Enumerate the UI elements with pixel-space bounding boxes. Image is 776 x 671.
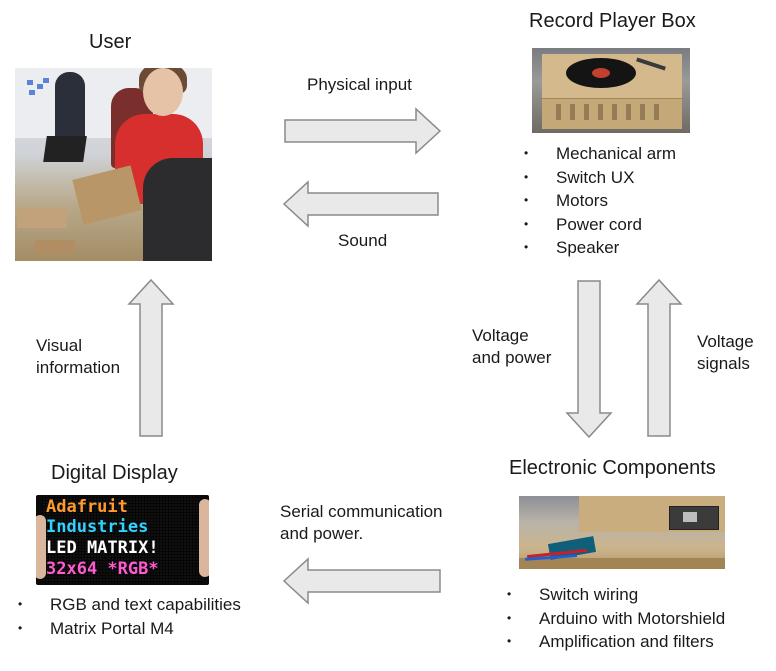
list-item: Amplification and filters <box>503 630 725 654</box>
led-line-4: 32x64 *RGB* <box>46 559 159 579</box>
record-player-list: Mechanical arm Switch UX Motors Power co… <box>520 142 676 260</box>
electronics-photo <box>519 496 725 569</box>
arrow-up-icon <box>635 278 683 437</box>
led-line-1: Adafruit <box>46 497 128 517</box>
list-item: Motors <box>520 189 676 213</box>
user-photo <box>15 68 212 261</box>
list-item: Switch UX <box>520 166 676 190</box>
digital-display-title: Digital Display <box>51 462 178 484</box>
list-item: RGB and text capabilities <box>14 593 241 617</box>
arrow-left-icon <box>282 557 441 605</box>
electronic-components-title: Electronic Components <box>509 457 716 479</box>
voltage-signals-label: Voltage signals <box>697 332 754 373</box>
voltage-power-label: Voltage and power <box>472 326 552 367</box>
list-item: Matrix Portal M4 <box>14 617 241 641</box>
record-player-title: Record Player Box <box>529 10 696 32</box>
arrow-up-icon <box>127 278 175 437</box>
led-line-3: LED MATRIX! <box>46 538 159 558</box>
arrow-right-icon <box>284 107 442 155</box>
list-item: Mechanical arm <box>520 142 676 166</box>
electronic-components-list: Switch wiring Arduino with Motorshield A… <box>503 583 725 654</box>
sound-label: Sound <box>338 231 388 250</box>
arrow-left-icon <box>282 180 439 228</box>
serial-communication-label: Serial communication and power. <box>280 502 443 543</box>
physical-input-label: Physical input <box>307 75 412 94</box>
visual-information-label: Visual information <box>36 336 121 377</box>
list-item: Arduino with Motorshield <box>503 607 725 631</box>
arrow-down-icon <box>565 280 613 439</box>
led-line-2: Industries <box>46 517 149 537</box>
led-matrix-photo: Adafruit Industries LED MATRIX! 32x64 *R… <box>36 495 209 585</box>
digital-display-list: RGB and text capabilities Matrix Portal … <box>14 593 241 640</box>
list-item: Speaker <box>520 236 676 260</box>
list-item: Switch wiring <box>503 583 725 607</box>
list-item: Power cord <box>520 213 676 237</box>
record-player-photo <box>532 48 690 133</box>
user-title: User <box>89 31 132 53</box>
